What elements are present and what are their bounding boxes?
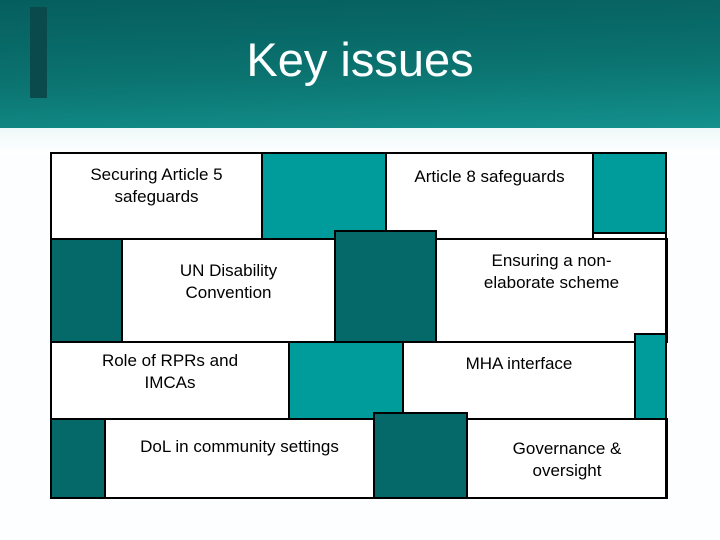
brick-role-of-rprs-and-imcas: Role of RPRs and IMCAs (50, 341, 290, 420)
brick-label: UN Disability Convention (179, 261, 278, 302)
brick-mha-interface: MHA interface (402, 341, 636, 420)
brick-dol-in-community-settings: DoL in community settings (104, 418, 375, 499)
brick-label: Securing Article 5 safeguards (90, 165, 223, 206)
brick-accent-teal (288, 341, 404, 420)
brick-label: Ensuring a non- elaborate scheme (483, 251, 620, 292)
header-fade (0, 128, 720, 154)
brick-label: MHA interface (465, 354, 573, 373)
brick-securing-article-5-safeguards: Securing Article 5 safeguards (50, 152, 263, 240)
brick-governance-and-oversight: Governance & oversight (466, 418, 668, 499)
brick-label: Governance & oversight (512, 439, 622, 480)
brick-accent-teal (261, 152, 387, 240)
brick-grid: Securing Article 5 safeguards Article 8 … (50, 152, 668, 499)
brick-accent-teal (592, 152, 667, 234)
brick-accent-dark (50, 238, 123, 343)
brick-un-disability-convention: UN Disability Convention (121, 238, 336, 343)
brick-label: Article 8 safeguards (414, 167, 565, 186)
brick-accent-teal (634, 333, 667, 420)
accent-bar (30, 7, 47, 98)
brick-label: DoL in community settings (140, 437, 339, 456)
brick-article-8-safeguards: Article 8 safeguards (385, 152, 594, 240)
brick-accent-dark (373, 412, 468, 499)
slide-header-band (0, 0, 720, 128)
brick-accent-dark (50, 418, 106, 499)
slide-title: Key issues (246, 33, 474, 86)
brick-ensuring-non-elaborate-scheme: Ensuring a non- elaborate scheme (435, 238, 668, 343)
brick-label: Role of RPRs and IMCAs (101, 351, 239, 392)
brick-accent-dark (334, 230, 437, 343)
